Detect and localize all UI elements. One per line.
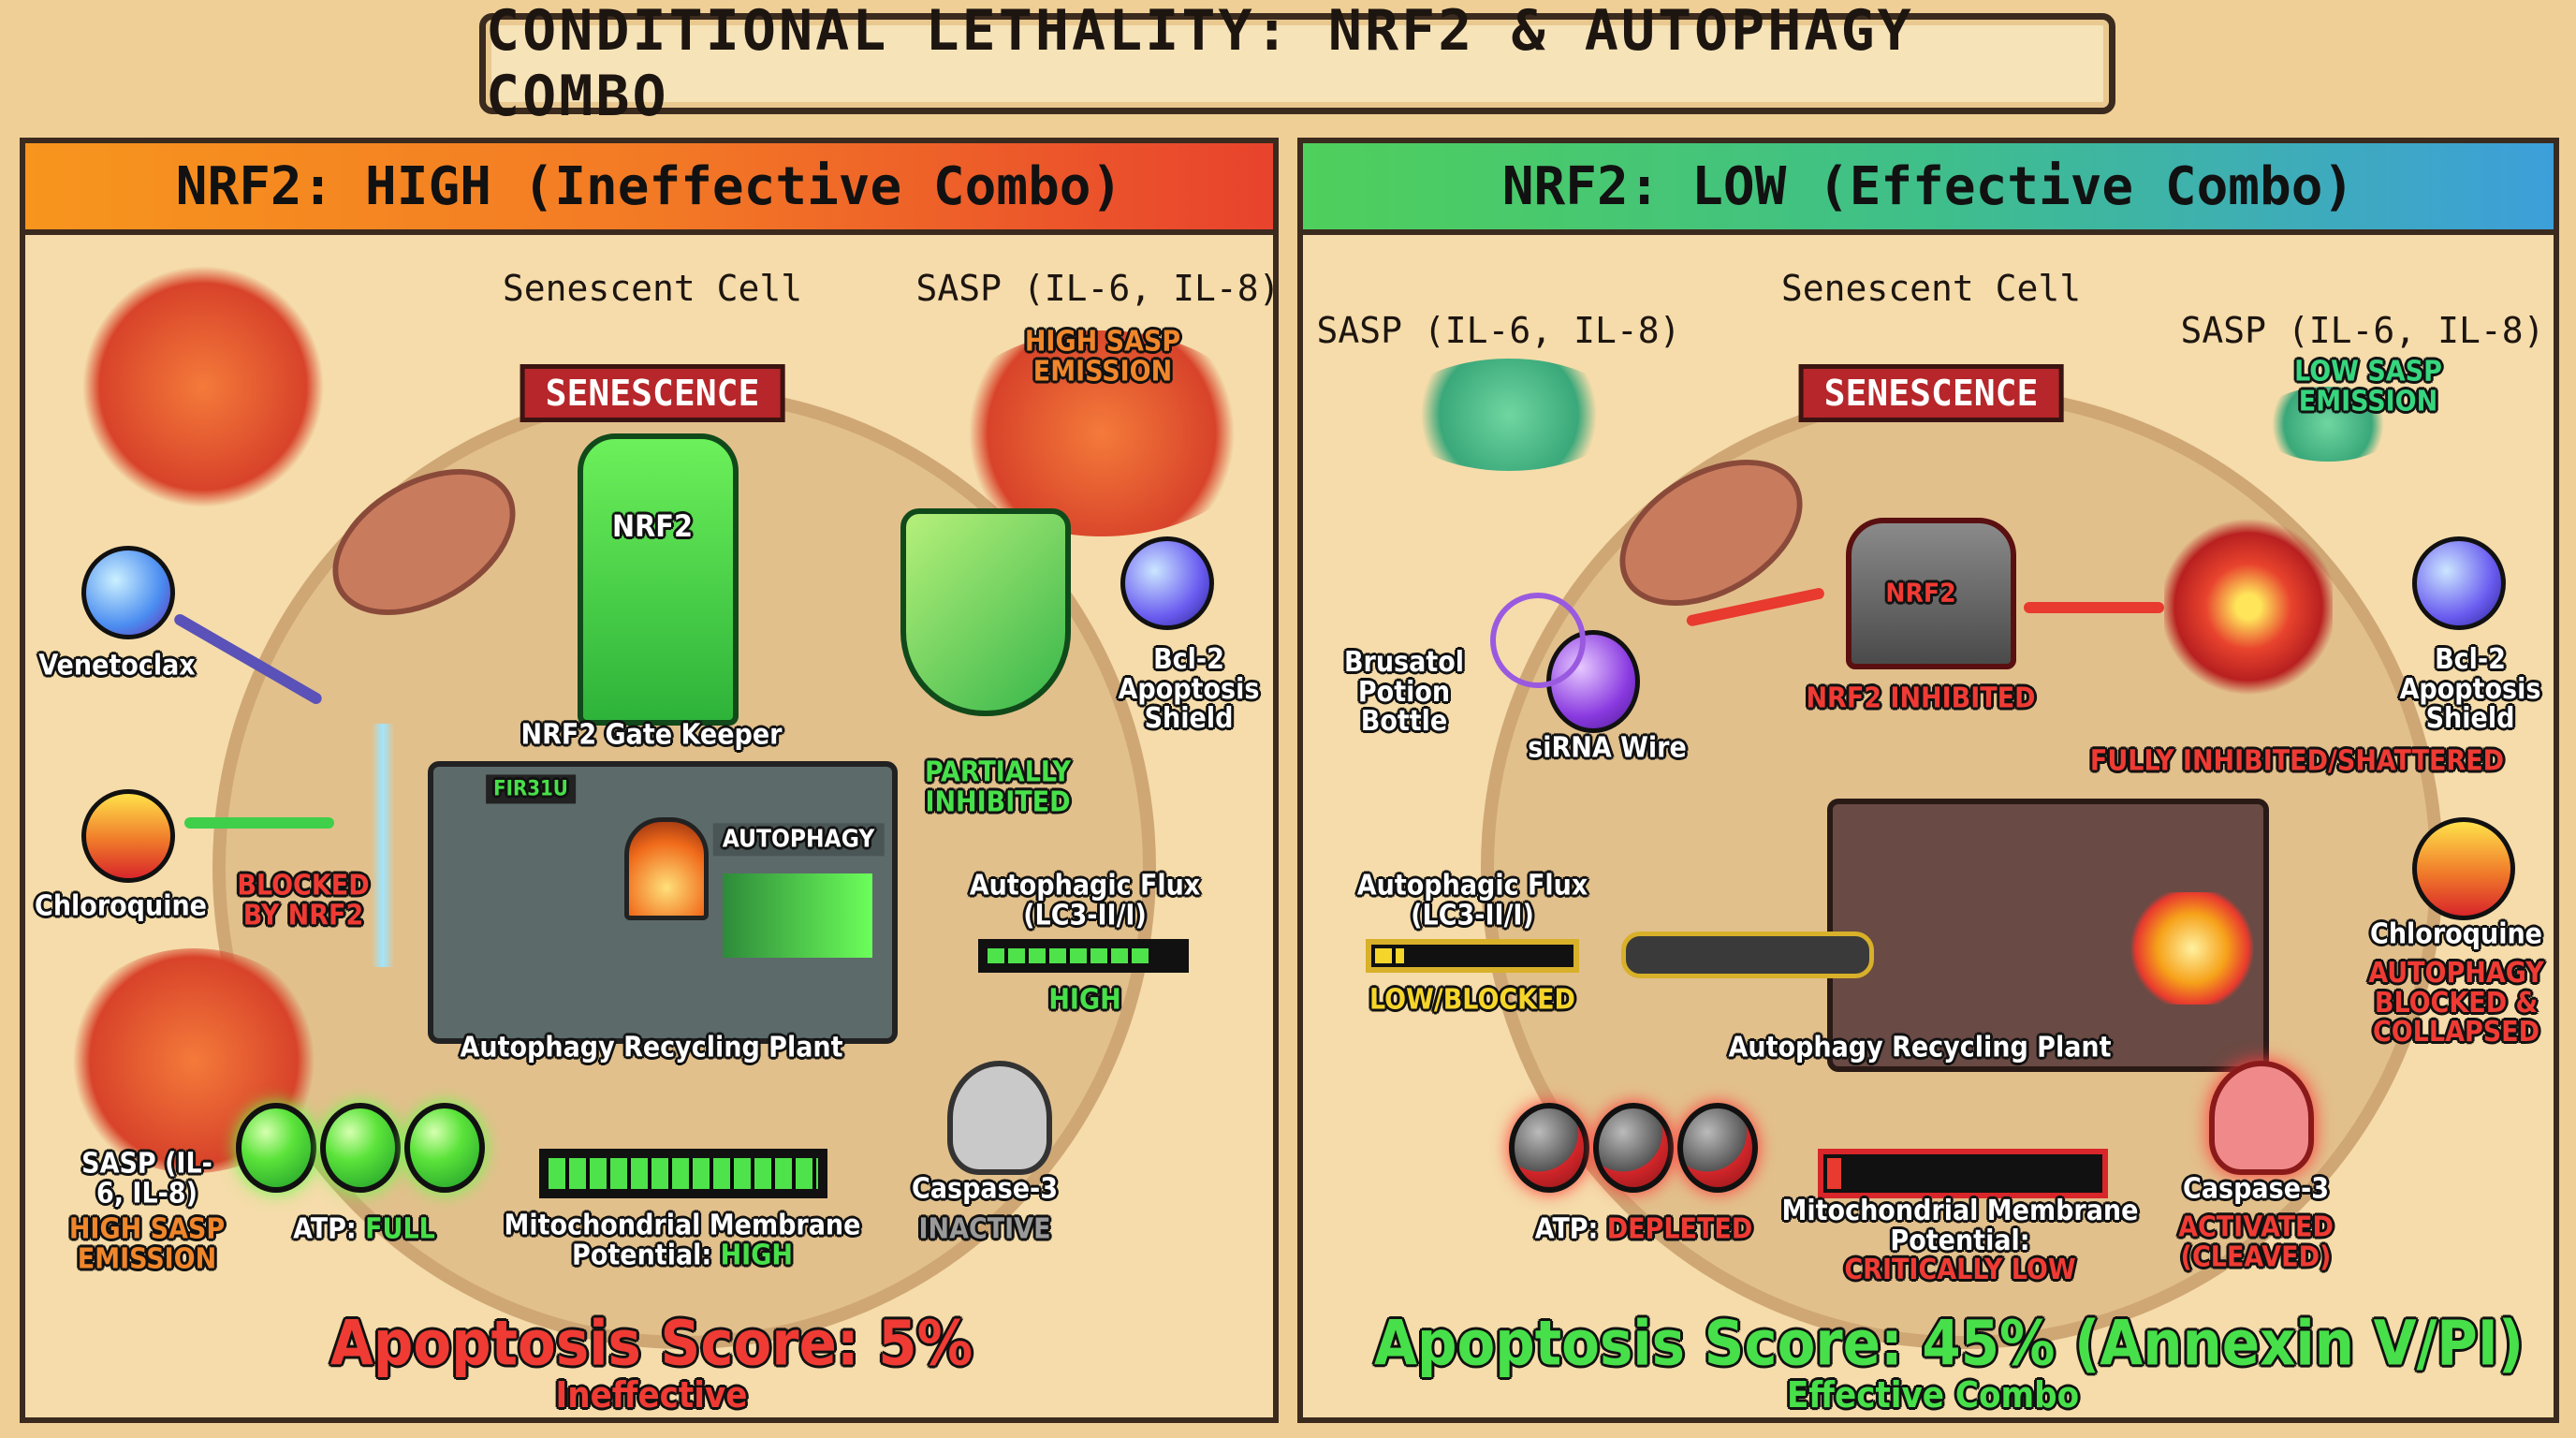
nrf2-status: NRF2 INHIBITED [1806, 682, 2036, 715]
caspase-status: INACTIVE [918, 1212, 1051, 1246]
nrf2-barrier-icon [372, 724, 394, 967]
sasp-cloud-icon [943, 330, 1261, 536]
atp-label: ATP: [293, 1212, 357, 1246]
chloroquine-flask-icon [2412, 817, 2515, 920]
conveyor-flow-icon [723, 873, 872, 958]
nrf2-high-panel: NRF2: HIGH (Ineffective Combo) Senescent… [20, 138, 1279, 1423]
reversed-conveyor-icon [1621, 932, 1874, 978]
flux-status: HIGH [1048, 983, 1121, 1017]
bcl2-label: Bcl-2 Apoptosis Shield [2399, 642, 2541, 735]
brusatol-label: Brusatol Potion Bottle [1343, 645, 1465, 738]
bcl2-flask-icon [2412, 536, 2506, 630]
sirna-label: siRNA Wire [1528, 731, 1687, 765]
flux-status: LOW/BLOCKED [1369, 983, 1575, 1017]
mito-bar-fill [549, 1158, 818, 1189]
main-title: CONDITIONAL LETHALITY: NRF2 & AUTOPHAGY … [479, 0, 2115, 129]
bcl2-flask-icon [1120, 536, 1214, 630]
mito-readout: Mitochondrial Membrane Potential: HIGH [495, 1211, 870, 1270]
cell-label: Senescent Cell [1780, 268, 2082, 309]
skull-activated-icon [2209, 1061, 2314, 1175]
venetoclax-flask-icon [81, 546, 175, 639]
bcl2-label: Bcl-2 Apoptosis Shield [1118, 642, 1260, 735]
caspase-label: Caspase-3 [912, 1172, 1058, 1206]
chloroquine-arrow-icon [184, 817, 334, 829]
flux-bar-fill [988, 948, 1151, 963]
caspase-label: Caspase-3 [2183, 1172, 2329, 1206]
nrf2-gatekeeper-label: NRF2 Gate Keeper [520, 718, 783, 752]
caspase-status: ACTIVATED (CLEAVED) [2178, 1211, 2334, 1273]
skull-inactive-icon [947, 1061, 1052, 1175]
atp-status: FULL [365, 1212, 435, 1246]
shield-status: FULLY INHIBITED/SHATTERED [2089, 744, 2505, 778]
atp-orbs [236, 1103, 485, 1193]
sasp-status: LOW SASP EMISSION [2294, 355, 2442, 418]
sasp-cloud-icon [81, 265, 325, 508]
inhibit-arrow-icon [2024, 602, 2164, 613]
nrf2-gatekeeper-icon [578, 433, 739, 726]
apoptosis-score: Apoptosis Score: 5% [329, 1307, 973, 1380]
sasp-cloud-icon [1397, 359, 1621, 471]
sasp-bottom-status: HIGH SASP EMISSION [68, 1212, 226, 1275]
venetoclax-label: Venetoclax [38, 649, 196, 682]
senescence-banner: SENESCENCE [520, 364, 785, 422]
mito-potential-bar [1818, 1149, 2108, 1198]
mito-bar-fill [1827, 1158, 1841, 1189]
chloroquine-label: Chloroquine [35, 889, 207, 923]
sasp-bottom-label: SASP (IL-6, IL-8) [81, 1147, 212, 1210]
fire-icon [2127, 892, 2258, 1005]
atp-orb-depleted-icon [1509, 1103, 1589, 1193]
apoptosis-score: Apoptosis Score: 45% (Annexin V/PI) [1373, 1307, 2525, 1380]
mito-status: HIGH [720, 1239, 793, 1271]
flux-bar-fill [1375, 948, 1405, 963]
chloroquine-flask-icon [81, 789, 175, 883]
sasp-cloud-icon [2258, 387, 2398, 462]
sirna-wire-icon [1490, 593, 1586, 688]
atp-status: DEPLETED [1606, 1212, 1753, 1246]
sasp-top-label: SASP (IL-6, IL-8) [915, 268, 1279, 309]
panel-header-low: NRF2: LOW (Effective Combo) [1303, 143, 2554, 235]
atp-readout: ATP: FULL [293, 1214, 435, 1244]
atp-readout: ATP: DEPLETED [1535, 1214, 1752, 1244]
atp-orb-depleted-icon [1593, 1103, 1674, 1193]
mito-readout: Mitochondrial Membrane Potential:CRITICA… [1773, 1196, 2147, 1285]
furnace-fire-icon [624, 817, 709, 920]
sasp-left-label: SASP (IL-6, IL-8) [1316, 310, 1681, 351]
verdict: Ineffective [555, 1374, 748, 1416]
panel-header-high: NRF2: HIGH (Ineffective Combo) [25, 143, 1273, 235]
atp-orb-icon [236, 1103, 316, 1193]
mito-label: Mitochondrial Membrane Potential: [504, 1209, 861, 1271]
machine-screen: FIR31U [486, 774, 576, 804]
atp-orbs [1509, 1103, 1758, 1193]
blocked-status: BLOCKED BY NRF2 [237, 869, 370, 932]
flux-label: Autophagic Flux (LC3-II/I) [969, 869, 1201, 932]
flux-label: Autophagic Flux (LC3-II/I) [1356, 869, 1588, 932]
atp-label: ATP: [1534, 1212, 1599, 1246]
shield-status: PARTIALLY INHIBITED [925, 756, 1071, 818]
flux-bar [978, 939, 1189, 973]
cell-label: Senescent Cell [502, 268, 803, 309]
mito-potential-bar [539, 1149, 827, 1198]
sasp-top-status: HIGH SASP EMISSION [1024, 325, 1181, 388]
nrf2-inhibited-icon [1846, 518, 2016, 669]
plant-label: Autophagy Recycling Plant [460, 1031, 843, 1064]
mito-status: CRITICALLY LOW [1844, 1253, 2076, 1286]
shattered-shield-icon [2164, 518, 2333, 696]
atp-orb-depleted-icon [1677, 1103, 1758, 1193]
nrf2-badge: NRF2 [1885, 577, 1956, 609]
nrf2-low-panel: NRF2: LOW (Effective Combo) Senescent Ce… [1297, 138, 2559, 1423]
atp-orb-icon [320, 1103, 401, 1193]
autophagy-sign: AUTOPHAGY [712, 823, 885, 857]
mito-label: Mitochondrial Membrane Potential: [1781, 1194, 2139, 1257]
chloroquine-label: Chloroquine [2370, 917, 2542, 951]
nrf2-badge: NRF2 [612, 508, 693, 545]
verdict: Effective Combo [1786, 1374, 2080, 1416]
plant-label: Autophagy Recycling Plant [1728, 1031, 2112, 1064]
chloroquine-status: AUTOPHAGY BLOCKED & COLLAPSED [2368, 956, 2544, 1049]
sasp-right-label: SASP (IL-6, IL-8) [2180, 310, 2545, 351]
senescence-banner: SENESCENCE [1798, 364, 2064, 422]
atp-orb-icon [404, 1103, 485, 1193]
bcl2-shield-icon [900, 508, 1071, 716]
flux-bar [1366, 939, 1579, 973]
